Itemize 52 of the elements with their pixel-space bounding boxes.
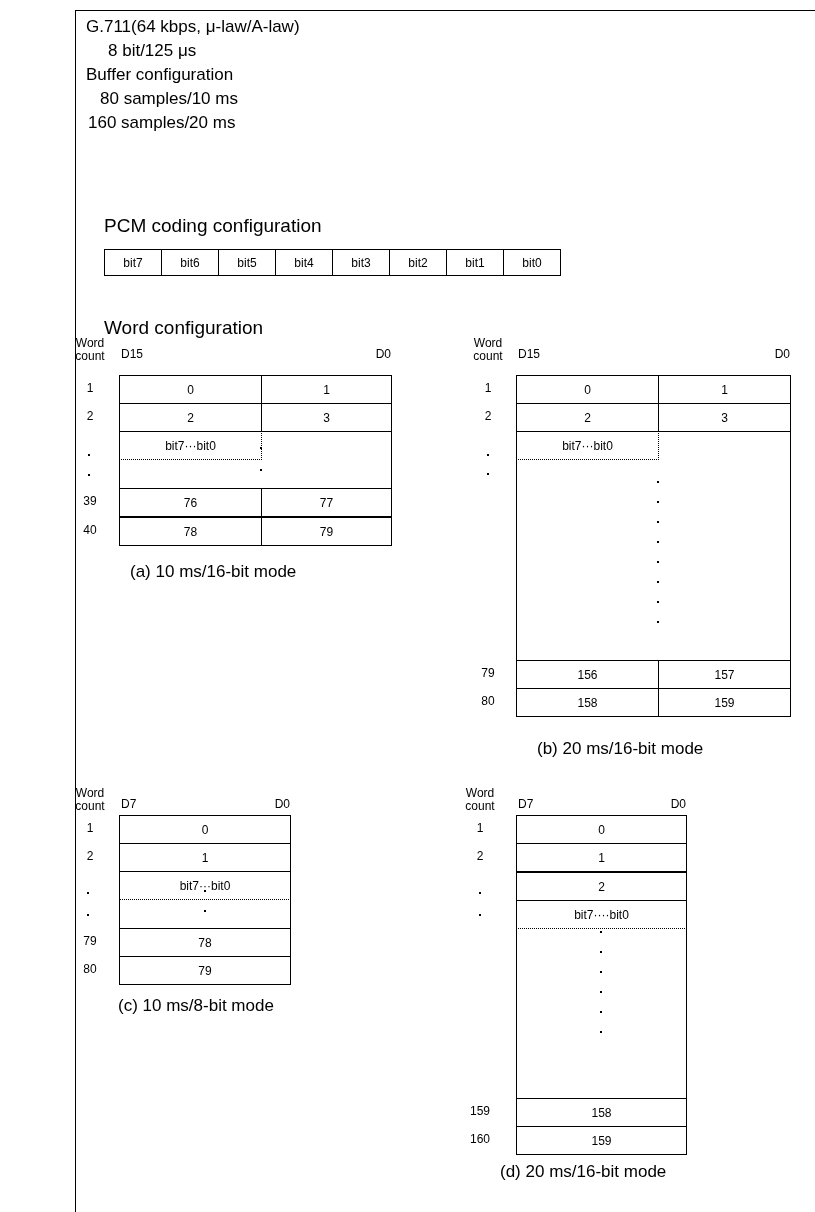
word-count-number: 80 <box>480 695 496 709</box>
bit-label: D15 <box>518 348 540 362</box>
bit-cell: bit7 <box>104 249 162 276</box>
memory-cell: 77 <box>261 488 392 517</box>
memory-cell: 76 <box>119 488 262 517</box>
bit-label: D0 <box>773 348 790 362</box>
spec-text: 80 samples/10 ms <box>100 90 238 109</box>
bit-cell: bit1 <box>446 249 504 276</box>
figure-caption: (b) 20 ms/16-bit mode <box>537 740 704 759</box>
bit-label: D0 <box>669 798 686 812</box>
figure-caption: (d) 20 ms/16-bit mode <box>500 1163 667 1182</box>
figure-caption: (c) 10 ms/8-bit mode <box>118 997 274 1016</box>
word-count-number: 2 <box>85 850 95 864</box>
figure-caption: (a) 10 ms/16-bit mode <box>130 563 297 582</box>
bit-cell: bit2 <box>389 249 447 276</box>
bit-label: D7 <box>518 798 534 812</box>
word-count-number: 79 <box>480 667 496 681</box>
bit-cell: bit0 <box>503 249 561 276</box>
bit-cell: bit4 <box>275 249 333 276</box>
bit-label: D7 <box>121 798 137 812</box>
bit-cell: bit5 <box>218 249 276 276</box>
spec-text: Buffer configuration <box>86 66 234 85</box>
byte-slot: bit7···bit0 <box>516 431 659 460</box>
memory-cell: 2 <box>516 872 687 901</box>
column-header: Word count <box>74 787 106 813</box>
spec-text: G.711(64 kbps, μ-law/A-law) <box>86 18 300 37</box>
word-count-number: 1 <box>85 382 95 396</box>
column-header: Word count <box>464 787 496 813</box>
word-count-number: 79 <box>82 935 98 949</box>
byte-slot: bit7···bit0 <box>119 431 262 460</box>
spec-text: 160 samples/20 ms <box>88 114 236 133</box>
column-header: Word count <box>74 337 106 363</box>
word-count-number: 80 <box>82 963 98 977</box>
word-count-number: 2 <box>475 850 485 864</box>
word-count-number: 1 <box>475 822 485 836</box>
column-header: Word count <box>472 337 504 363</box>
word-count-number: 1 <box>483 382 493 396</box>
word-count-number: 1 <box>85 822 95 836</box>
word-count-number: 40 <box>82 524 98 538</box>
word-count-number: 39 <box>82 495 98 509</box>
bit-label: D15 <box>121 348 143 362</box>
word-count-number: 2 <box>85 410 95 424</box>
bit-label: D0 <box>374 348 391 362</box>
section-heading: PCM coding configuration <box>104 216 322 237</box>
spec-text: 8 bit/125 μs <box>108 42 197 61</box>
word-count-number: 2 <box>483 410 493 424</box>
bit-cell: bit3 <box>332 249 390 276</box>
word-count-number: 159 <box>469 1105 491 1119</box>
section-heading: Word configuration <box>104 318 264 339</box>
bit-label: D0 <box>273 798 290 812</box>
word-count-number: 160 <box>469 1133 491 1147</box>
bit-cell: bit6 <box>161 249 219 276</box>
